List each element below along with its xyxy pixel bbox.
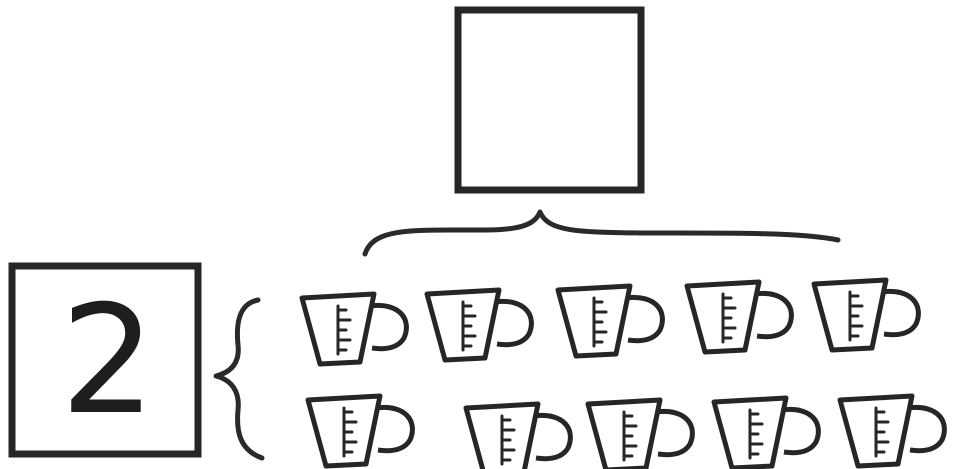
cup-row: [302, 280, 918, 364]
cup-handle: [534, 415, 570, 458]
cup-handle: [782, 409, 818, 452]
measuring-cup-icon: [588, 400, 692, 469]
cup-handle: [626, 297, 662, 340]
cup-handle: [370, 305, 406, 348]
cup-groups: [302, 280, 944, 469]
vertical-brace: [216, 300, 262, 458]
cup-handle: [755, 293, 791, 336]
given-number-value: 2: [60, 274, 155, 448]
unknown-total-box: [458, 10, 641, 190]
measuring-cup-icon: [427, 290, 531, 360]
cup-handle: [656, 411, 692, 454]
measuring-cup-icon: [687, 282, 791, 352]
measuring-cup-icon: [308, 396, 412, 466]
measuring-cup-icon: [302, 294, 406, 364]
measuring-cup-icon: [466, 404, 570, 469]
measuring-cup-icon: [814, 280, 918, 350]
horizontal-brace: [365, 212, 838, 254]
cup-handle: [882, 291, 918, 334]
cup-handle: [376, 407, 412, 450]
cup-handle: [495, 301, 531, 344]
measuring-cup-icon: [714, 398, 818, 468]
cup-row: [308, 396, 944, 469]
cup-handle: [908, 407, 944, 450]
measuring-cup-icon: [840, 396, 944, 466]
measuring-cup-icon: [558, 286, 662, 356]
